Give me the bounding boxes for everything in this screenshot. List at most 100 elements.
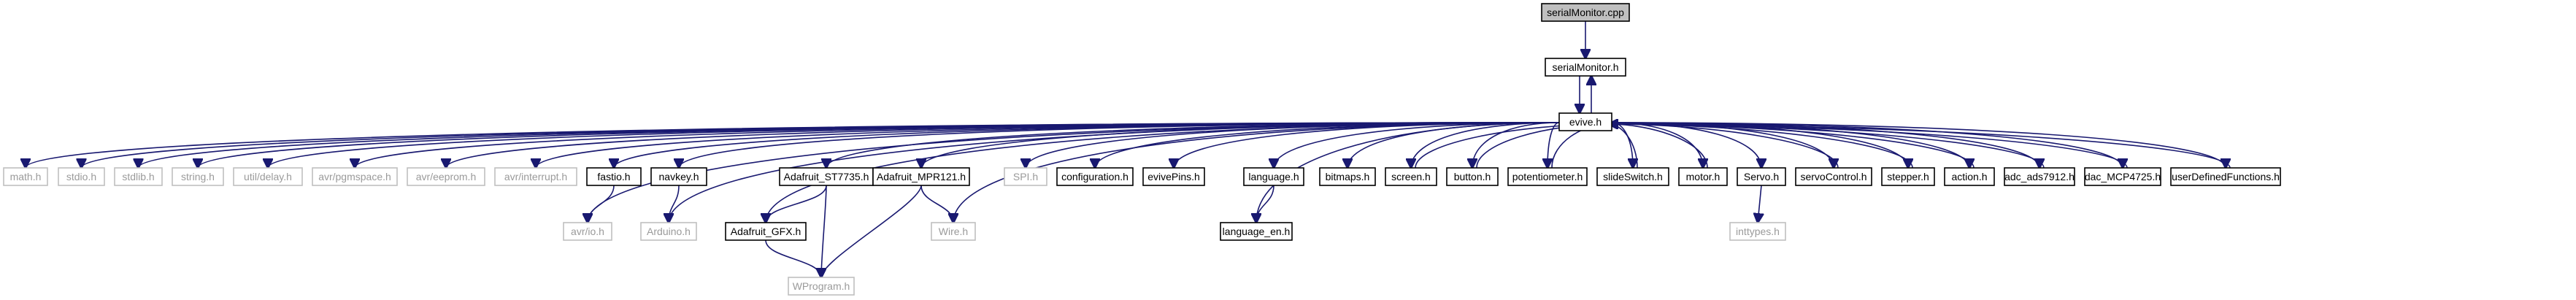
node-box	[2004, 167, 2075, 186]
node-label: inttypes.h	[1736, 226, 1780, 237]
node-avr-pgmspace-h: avr/pgmspace.h	[312, 167, 398, 186]
edge-group	[1347, 122, 1560, 168]
edge-group	[669, 185, 680, 223]
node-label: fastio.h	[597, 171, 630, 182]
node-box	[1507, 167, 1588, 186]
node-box	[1795, 167, 1872, 186]
edge-adafruit-st7735-h-to-wprogram-h	[821, 185, 827, 277]
edge-adafruit-gfx-h-to-wprogram-h	[765, 239, 821, 277]
node-label: stdio.h	[66, 171, 96, 182]
edge-evive-h-to-bitmaps-h	[1347, 122, 1560, 168]
node-avr-interrupt-h: avr/interrupt.h	[494, 167, 577, 186]
node-stdlib-h: stdlib.h	[114, 167, 163, 186]
node-potentiometer-h[interactable]: potentiometer.h	[1507, 167, 1588, 186]
node-box	[3, 167, 48, 186]
node-serialmonitor-cpp[interactable]: serialMonitor.cpp	[1541, 3, 1630, 22]
edge-group	[1609, 124, 2231, 169]
node-label: Adafruit_GFX.h	[731, 226, 801, 237]
node-label: avr/interrupt.h	[504, 171, 567, 182]
node-slideswitch-h[interactable]: slideSwitch.h	[1596, 167, 1669, 186]
node-fastio-h[interactable]: fastio.h	[586, 167, 642, 186]
edge-evive-h-to-evivepins-h	[1174, 122, 1560, 168]
node-box	[931, 222, 976, 241]
node-configuration-h[interactable]: configuration.h	[1056, 167, 1134, 186]
node-screen-h[interactable]: screen.h	[1385, 167, 1437, 186]
node-box	[725, 222, 807, 241]
edge-group	[1609, 124, 1839, 169]
node-box	[1558, 112, 1612, 131]
node-stepper-h[interactable]: stepper.h	[1881, 167, 1935, 186]
node-label: adc_ads7912.h	[2004, 171, 2075, 182]
node-box	[172, 167, 224, 186]
node-box	[1881, 167, 1935, 186]
edge-evive-h-to-motor-h	[1611, 122, 1703, 168]
node-math-h: math.h	[3, 167, 48, 186]
node-string-h: string.h	[172, 167, 224, 186]
node-box	[1385, 167, 1437, 186]
node-button-h[interactable]: button.h	[1446, 167, 1499, 186]
node-label: Adafruit_ST7735.h	[784, 171, 869, 182]
node-box	[1678, 167, 1728, 186]
node-dac-mcp4725-h[interactable]: dac_MCP4725.h	[2084, 167, 2161, 186]
node-box	[312, 167, 398, 186]
node-avr-eeprom-h: avr/eeprom.h	[407, 167, 485, 186]
node-box	[1545, 58, 1626, 77]
node-box	[1319, 167, 1376, 186]
node-box	[114, 167, 163, 186]
node-box	[1004, 167, 1047, 186]
node-box	[1446, 167, 1499, 186]
node-util-delay-h: util/delay.h	[233, 167, 303, 186]
node-box	[640, 222, 697, 241]
node-box	[58, 167, 105, 186]
node-adafruit-gfx-h[interactable]: Adafruit_GFX.h	[725, 222, 807, 241]
edge-group	[1611, 122, 1703, 168]
edge-group	[920, 185, 953, 223]
node-label: button.h	[1454, 171, 1491, 182]
node-label: stepper.h	[1887, 171, 1929, 182]
node-language-en-h[interactable]: language_en.h	[1220, 222, 1293, 241]
node-motor-h[interactable]: motor.h	[1678, 167, 1728, 186]
node-label: dac_MCP4725.h	[2085, 171, 2161, 182]
edge-group	[821, 185, 922, 277]
node-box	[1243, 167, 1304, 186]
node-adafruit-mpr121-h[interactable]: Adafruit_MPR121.h	[872, 167, 970, 186]
edge-group	[1174, 122, 1560, 168]
node-stdio-h: stdio.h	[58, 167, 105, 186]
edge-group	[765, 239, 821, 277]
node-box	[1541, 3, 1630, 22]
node-box	[233, 167, 303, 186]
node-label: screen.h	[1391, 171, 1431, 182]
node-serialmonitor-h[interactable]: serialMonitor.h	[1545, 58, 1626, 77]
node-label: math.h	[10, 171, 42, 182]
node-box	[788, 277, 855, 296]
node-adc-ads7912-h[interactable]: adc_ads7912.h	[2004, 167, 2075, 186]
node-box	[1737, 167, 1786, 186]
node-box	[494, 167, 577, 186]
node-bitmaps-h[interactable]: bitmaps.h	[1319, 167, 1376, 186]
node-label: serialMonitor.h	[1552, 61, 1618, 73]
node-evive-h[interactable]: evive.h	[1558, 112, 1612, 131]
edge-group	[588, 185, 615, 223]
node-label: action.h	[1951, 171, 1987, 182]
node-language-h[interactable]: language.h	[1243, 167, 1304, 186]
node-label: bitmaps.h	[1326, 171, 1370, 182]
node-label: util/delay.h	[244, 171, 292, 182]
node-adafruit-st7735-h[interactable]: Adafruit_ST7735.h	[779, 167, 874, 186]
node-box	[1944, 167, 1995, 186]
node-label: language_en.h	[1223, 226, 1291, 237]
edge-adafruit-mpr121-h-to-wprogram-h	[821, 185, 922, 277]
edge-group	[1611, 122, 2226, 168]
node-servocontrol-h[interactable]: servoControl.h	[1795, 167, 1872, 186]
edge-group	[821, 185, 827, 277]
node-evivepins-h[interactable]: evivePins.h	[1142, 167, 1205, 186]
node-servo-h[interactable]: Servo.h	[1737, 167, 1786, 186]
node-box	[1220, 222, 1293, 241]
node-userdefinedfunctions-h[interactable]: userDefinedFunctions.h	[2170, 167, 2281, 186]
edge-evive-h-to-screen-h	[1411, 122, 1560, 168]
node-action-h[interactable]: action.h	[1944, 167, 1995, 186]
edge-language-h-to-language-en-h	[1256, 185, 1274, 223]
edge-fastio-h-to-avr-io-h	[588, 185, 615, 223]
node-label: Adafruit_MPR121.h	[877, 171, 966, 182]
node-navkey-h[interactable]: navkey.h	[650, 167, 707, 186]
node-label: motor.h	[1686, 171, 1720, 182]
